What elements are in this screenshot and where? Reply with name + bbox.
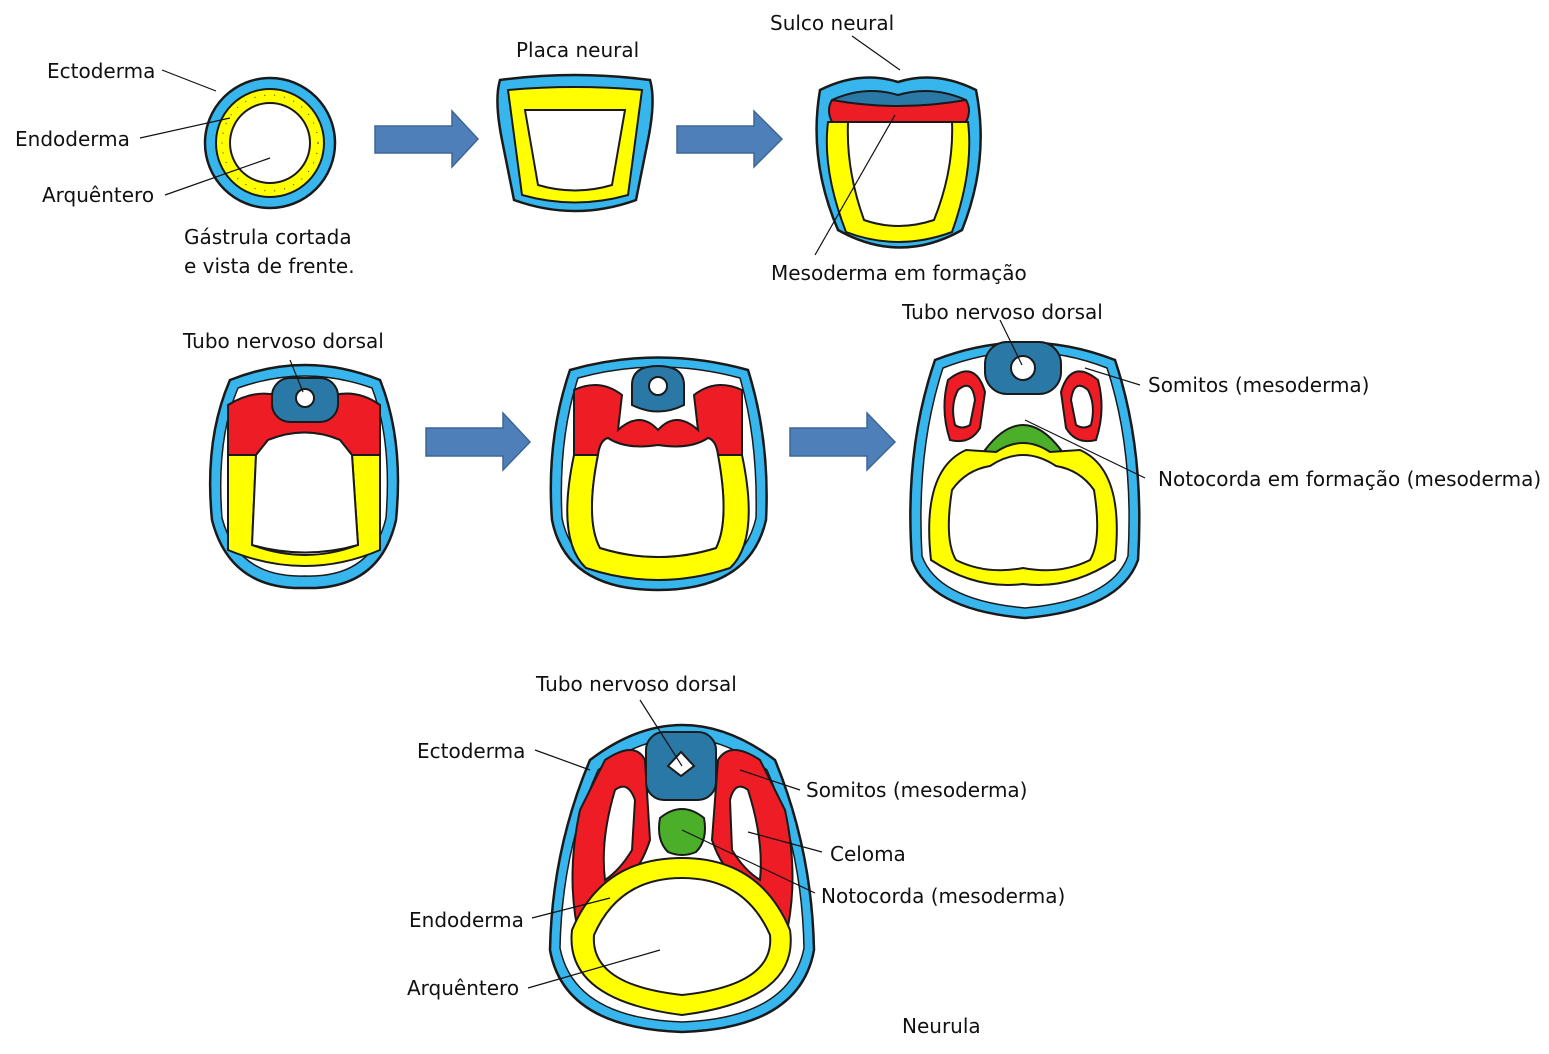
label-mesoderma-formacao: Mesoderma em formação [771,261,1027,285]
label-ectoderma-neurula: Ectoderma [417,739,525,763]
leader-tubo-left [289,359,304,393]
leader-tubo-neurula [639,699,683,767]
caption-gastrula-line2: e vista de frente. [184,254,355,278]
label-sulco-neural: Sulco neural [770,11,894,35]
gastrula-figure [203,76,337,210]
leader-tubo-right [999,319,1023,366]
label-ectoderma: Ectoderma [47,59,155,83]
label-endoderma: Endoderma [15,127,130,151]
arrow-right-icon [789,411,897,472]
label-arquentero-neurula: Arquêntero [407,976,519,1000]
leader-notocorda [681,829,816,894]
notochord-forming-figure [909,341,1141,620]
caption-gastrula-line1: Gástrula cortada [184,225,352,249]
label-tubo-neurula: Tubo nervoso dorsal [535,672,737,696]
label-endoderma-neurula: Endoderma [409,908,524,932]
label-notocorda-formacao: Notocorda em formação (mesoderma) [1158,467,1541,491]
leader-notocorda-formacao [1024,419,1146,479]
label-celoma: Celoma [830,842,906,866]
arrow-right-icon [374,109,480,169]
label-tubo-right: Tubo nervoso dorsal [901,300,1103,324]
label-arquentero: Arquêntero [42,183,154,207]
neurula-figure [548,723,816,1034]
leader-somitos-neurula [739,769,801,791]
neural-plate-figure [496,73,654,213]
leader-sulco-neural [851,35,901,71]
leader-ectoderma-neurula [534,749,591,771]
label-neurula: Neurula [902,1014,981,1038]
arrow-right-icon [425,411,532,472]
label-somitos-neurula: Somitos (mesoderma) [806,778,1027,802]
label-somitos-row2: Somitos (mesoderma) [1148,373,1369,397]
label-tubo-left: Tubo nervoso dorsal [182,329,384,353]
label-placa-neural: Placa neural [516,38,639,62]
label-notocorda: Notocorda (mesoderma) [821,884,1065,908]
leader-mesoderma-formacao [814,114,896,256]
leader-celoma [747,831,823,853]
leader-endoderma-neurula [531,897,611,919]
leader-endoderma [139,117,231,139]
leader-arquentero [164,157,271,196]
arrow-right-icon [676,109,784,169]
leader-arquentero-neurula [527,949,661,989]
somite-forming-figure [549,356,768,592]
leader-somitos [1084,367,1141,386]
leader-ectoderma [161,69,217,92]
neural-groove-figure [815,76,982,249]
neural-tube-closing-figure [208,363,400,590]
